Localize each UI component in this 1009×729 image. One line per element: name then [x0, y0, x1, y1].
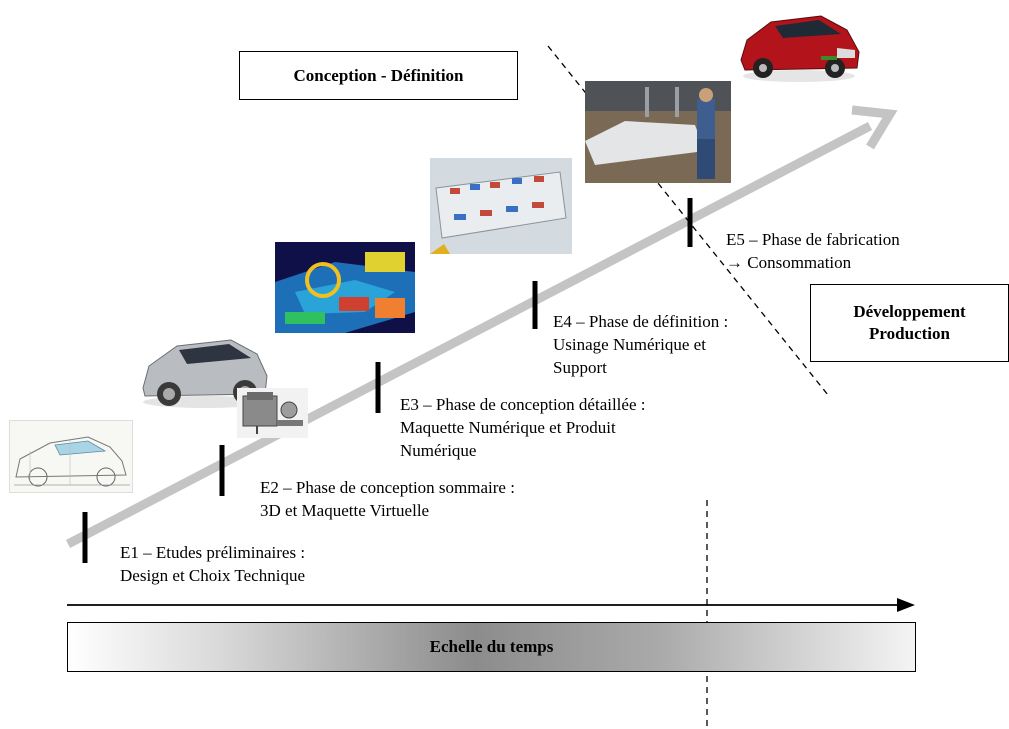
phase-label-e2: E2 – Phase de conception sommaire : 3D e… — [260, 478, 515, 520]
phase-label-e3: E3 – Phase de conception détaillée : Maq… — [400, 395, 646, 460]
timescale-bar: Echelle du temps — [67, 622, 916, 672]
development-box: Développement Production — [810, 284, 1009, 362]
factory-layout-image — [430, 158, 572, 254]
timescale-label: Echelle du temps — [429, 637, 554, 656]
car-sketch-image — [9, 420, 133, 493]
conception-box: Conception - Définition — [239, 51, 518, 100]
progress-arrow-shaft — [65, 122, 873, 548]
phase-label-e4: E4 – Phase de définition : Usinage Numér… — [553, 312, 729, 377]
phase-label-e1: E1 – Etudes préliminaires : Design et Ch… — [120, 543, 306, 585]
assembly-line-image — [585, 81, 731, 183]
time-axis-head — [897, 598, 915, 612]
phase-label-e5: E5 – Phase de fabrication → Consommation — [726, 230, 900, 272]
red-car-image — [737, 8, 862, 85]
cad-interior-image — [275, 242, 415, 333]
progress-arrow-head — [851, 105, 898, 150]
engine-image — [237, 388, 308, 438]
